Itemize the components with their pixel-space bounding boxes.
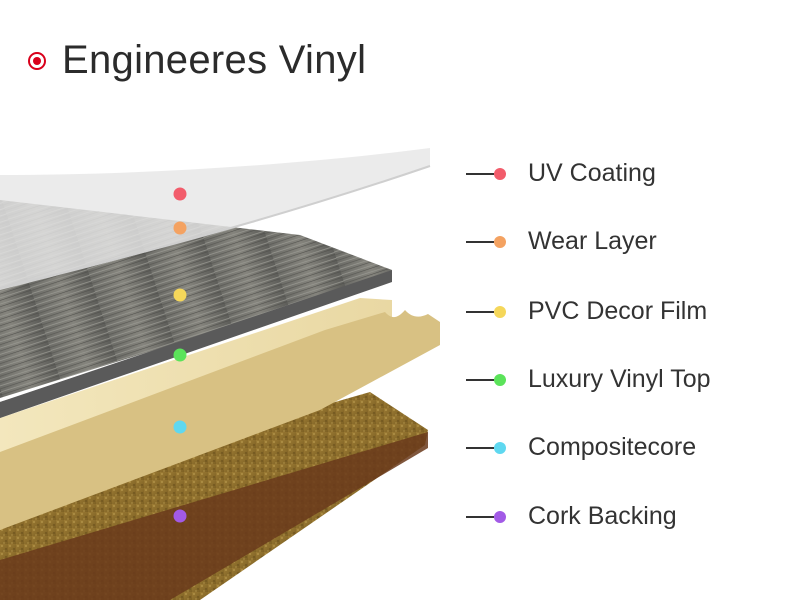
dot-icon — [494, 305, 506, 318]
legend-item-decor: PVC Decor Film — [466, 297, 707, 326]
dot-icon — [494, 510, 506, 523]
title-row: Engineeres Vinyl — [28, 38, 366, 83]
core-edge — [0, 310, 440, 530]
legend-item-lvt: Luxury Vinyl Top — [466, 365, 711, 394]
legend-line — [466, 378, 494, 381]
legend-line — [466, 172, 494, 175]
legend-line — [466, 310, 494, 313]
wood-edge — [0, 270, 392, 418]
legend-item-uv: UV Coating — [466, 159, 656, 188]
dot-icon — [494, 441, 506, 454]
legend-label: Cork Backing — [528, 502, 677, 530]
legend-label: Compositecore — [528, 433, 697, 461]
uv-film-edge — [0, 165, 431, 289]
legend-item-cork: Cork Backing — [466, 502, 677, 531]
marker-uv — [173, 187, 187, 201]
title-bullet-icon — [28, 51, 46, 70]
legend-item-core: Compositecore — [466, 433, 696, 462]
layer-diagram — [0, 148, 440, 600]
legend-label: Wear Layer — [528, 227, 657, 255]
dot-icon — [494, 373, 506, 386]
marker-core — [173, 420, 187, 434]
marker-wear — [173, 221, 187, 235]
legend-item-wear: Wear Layer — [466, 227, 657, 256]
legend-label: Luxury Vinyl Top — [528, 365, 711, 393]
marker-cork — [173, 509, 187, 523]
legend-label: PVC Decor Film — [528, 297, 708, 325]
page-title: Engineeres Vinyl — [62, 38, 367, 82]
dot-icon — [494, 167, 506, 180]
uv-film — [0, 148, 430, 290]
dot-icon — [494, 235, 506, 248]
legend-label: UV Coating — [528, 159, 656, 187]
marker-decor — [173, 288, 187, 302]
marker-lvt — [173, 348, 187, 362]
legend-line — [466, 446, 494, 449]
legend-line — [466, 515, 494, 518]
legend-line — [466, 240, 494, 243]
cork-edge — [0, 432, 428, 600]
